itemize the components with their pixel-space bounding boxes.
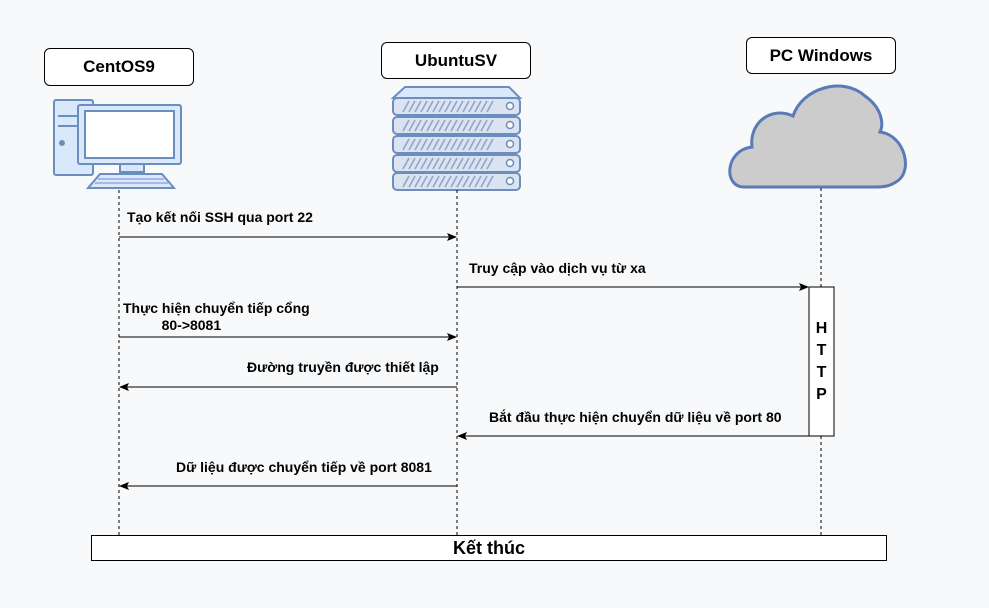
actor-ubuntu: UbuntuSV [381, 42, 531, 79]
message-label-tunnel: Đường truyền được thiết lập [247, 359, 439, 375]
actor-centos-label: CentOS9 [83, 57, 155, 76]
http-letter: H [815, 320, 828, 337]
activation-bar-http [808, 286, 835, 437]
http-letter: T [816, 342, 827, 359]
message-label-remote-access: Truy cập vào dịch vụ từ xa [469, 260, 646, 276]
actor-centos: CentOS9 [44, 48, 194, 86]
cloud-icon [728, 84, 907, 189]
message-label-data-port8081: Dữ liệu được chuyển tiếp về port 8081 [176, 459, 432, 475]
message-label-port-forward: Thực hiện chuyển tiếp cổng 80->8081 [123, 300, 310, 334]
http-letter: T [816, 364, 827, 381]
message-label-data-port80: Bắt đầu thực hiện chuyển dữ liệu về port… [489, 409, 782, 425]
end-label: Kết thúc [453, 537, 525, 558]
lifelines [118, 188, 822, 535]
computer-icon [53, 99, 182, 189]
actor-windows: PC Windows [746, 37, 896, 74]
message-label-port-forward-line2: 80->8081 [161, 317, 222, 333]
activation-label-http: H T T P [809, 318, 834, 406]
http-letter: P [816, 386, 827, 403]
server-icon [390, 86, 523, 191]
message-arrows [119, 233, 809, 490]
actor-ubuntu-label: UbuntuSV [414, 50, 498, 70]
end-frame: Kết thúc [91, 535, 887, 561]
message-label-port-forward-line1: Thực hiện chuyển tiếp cổng [123, 300, 310, 316]
actor-windows-label: PC Windows [769, 45, 873, 65]
message-label-ssh: Tạo kết nối SSH qua port 22 [127, 209, 313, 225]
